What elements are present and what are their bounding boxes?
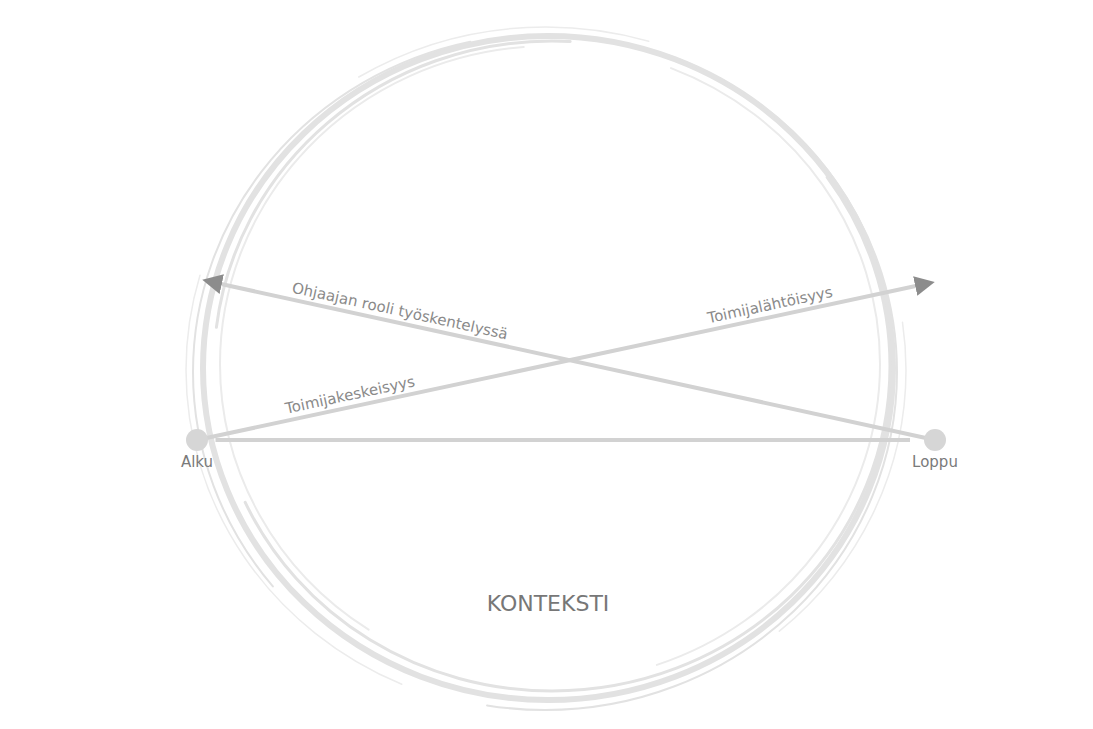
endpoint-node: Loppu [910,429,960,471]
axis-label: Ohjaajan rooli työskentelyssä [290,279,509,344]
endpoint-dot [186,429,208,451]
baseline-connector [216,438,911,442]
axis-label: Toimijalähtöisyys [706,283,835,327]
endpoint-label: Alku [179,451,216,471]
axis-label: Toimijakeskeisyys [283,372,416,417]
context-label: KONTEKSTI [487,591,610,616]
endpoint-dot [924,429,946,451]
endpoint-node: Alku [179,429,216,471]
endpoint-label: Loppu [910,451,960,471]
